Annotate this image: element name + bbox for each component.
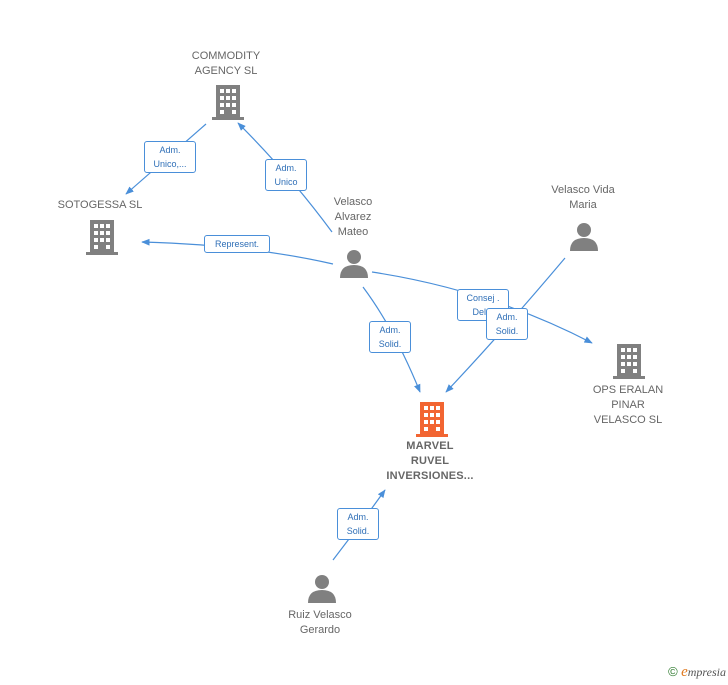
- person-icon: [570, 223, 598, 251]
- edge-label-adm-unico-1[interactable]: Adm. Unico,...: [144, 141, 196, 173]
- edge-label-line: Consej .: [466, 293, 500, 303]
- node-commodity-agency[interactable]: COMMODITY AGENCY SL: [166, 49, 286, 79]
- edge-label-adm-solid-2[interactable]: Adm. Solid.: [486, 308, 528, 340]
- node-ops-eralan[interactable]: OPS ERALAN PINAR VELASCO SL: [576, 383, 680, 428]
- node-label-line: Velasco: [333, 196, 373, 208]
- node-label-line: COMMODITY: [191, 50, 261, 62]
- building-icon: [86, 220, 118, 255]
- edge-label-line: Del...: [472, 307, 494, 317]
- node-label-line: Gerardo: [299, 624, 341, 636]
- node-label-line: INVERSIONES...: [386, 470, 474, 482]
- edge-label-line: Solid.: [346, 526, 370, 536]
- edge-label-line: Unico,...: [153, 159, 187, 169]
- edge-label-adm-unico-2[interactable]: Adm. Unico: [265, 159, 307, 191]
- node-label-line: SOTOGESSA SL: [57, 199, 143, 211]
- node-label-line: Maria: [569, 199, 597, 211]
- edge-label-line: Solid.: [495, 326, 519, 336]
- brand-name: mpresia: [687, 665, 726, 679]
- edge-label-line: Adm.: [496, 312, 518, 322]
- edge-label-adm-solid-3[interactable]: Adm. Solid.: [337, 508, 379, 540]
- node-label-line: OPS ERALAN: [592, 384, 664, 396]
- edge-label-line: Adm.: [275, 163, 297, 173]
- brand-logo: empresia: [681, 664, 726, 680]
- node-label-line: Velasco Vida: [551, 184, 615, 196]
- edge-label-line: Solid.: [378, 339, 402, 349]
- node-label-line: VELASCO SL: [593, 414, 663, 426]
- node-label-line: RUVEL: [410, 455, 450, 467]
- node-label-line: Mateo: [337, 226, 369, 238]
- person-icon: [308, 575, 336, 603]
- footer-brand: © empresia: [668, 664, 726, 681]
- node-sotogessa[interactable]: SOTOGESSA SL: [40, 198, 160, 213]
- node-marvel-ruvel[interactable]: MARVEL RUVEL INVERSIONES...: [370, 439, 490, 484]
- node-velasco-vida-maria[interactable]: Velasco Vida Maria: [533, 183, 633, 213]
- node-velasco-alvarez-mateo[interactable]: Velasco Alvarez Mateo: [313, 195, 393, 240]
- person-icon: [340, 250, 368, 278]
- brand-initial: e: [681, 664, 688, 680]
- edge-label-line: Adm.: [159, 145, 181, 155]
- node-label-line: PINAR: [611, 399, 645, 411]
- edge-label-adm-solid-1[interactable]: Adm. Solid.: [369, 321, 411, 353]
- building-icon: [416, 402, 448, 437]
- edge-label-line: Adm.: [379, 325, 401, 335]
- edge-label-line: Adm.: [347, 512, 369, 522]
- edge-label-line: Represent.: [214, 239, 260, 249]
- node-ruiz-velasco-gerardo[interactable]: Ruiz Velasco Gerardo: [270, 608, 370, 638]
- edge-label-line: Unico: [274, 177, 298, 187]
- node-label-line: MARVEL: [406, 440, 454, 452]
- building-icon: [212, 85, 244, 120]
- building-icon: [613, 344, 645, 379]
- copyright-icon: ©: [668, 664, 678, 679]
- edge-label-represent[interactable]: Represent.: [204, 235, 270, 253]
- node-label-line: Ruiz Velasco: [288, 609, 352, 621]
- node-label-line: Alvarez: [334, 211, 372, 223]
- node-label-line: AGENCY SL: [194, 65, 258, 77]
